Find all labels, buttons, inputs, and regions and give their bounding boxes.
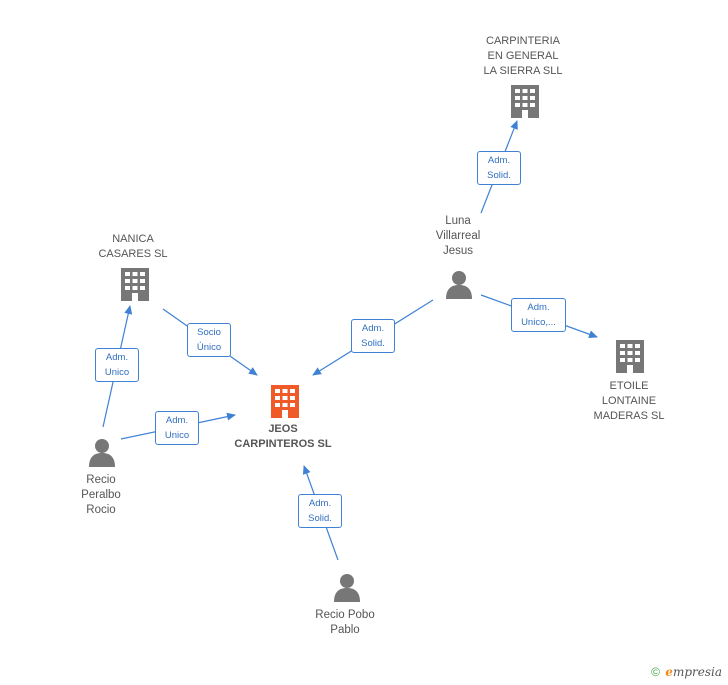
edge-label-luna-jeos: Adm. Solid. (351, 319, 395, 353)
edge-label-rociorp-nanica: Adm. Unico (95, 348, 139, 382)
edge-label-line: Solid. (361, 338, 385, 349)
person-luna-line2: Villarreal (435, 230, 481, 242)
brand-logo-text: mpresia (672, 665, 722, 679)
edge-label-line: Unico (104, 367, 130, 378)
edge-label-luna-etoile: Adm. Unico,... (511, 298, 566, 332)
company-carpinteria-line3: LA SIERRA SLL (483, 65, 563, 77)
main-building-icon (271, 385, 299, 418)
edge-label-pablo-jeos: Adm. Solid. (298, 494, 342, 528)
edge-label-line: Unico,... (521, 317, 556, 328)
brand-logo: empresia (665, 665, 722, 679)
edge-label-line: Solid. (308, 513, 332, 524)
edge-label-line: Solid. (487, 170, 511, 181)
company-nanica-label[interactable]: NANICA CASARES SL (98, 232, 167, 262)
person-luna-label[interactable]: Luna Villarreal Jesus (436, 214, 481, 259)
company-jeos-line2: CARPINTEROS SL (234, 438, 332, 450)
company-nanica-line2: CASARES SL (98, 248, 168, 260)
person-recio-pobo-line1: Recio Pobo (315, 609, 375, 621)
person-recio-pobo-line2: Pablo (330, 624, 360, 636)
person-luna-line1: Luna (445, 215, 471, 227)
brand-logo-e: e (665, 665, 673, 679)
edge-label-luna-carpinteria: Adm. Solid. (477, 151, 521, 185)
edge-label-line: Adm. (487, 155, 511, 166)
edge-label-line: Adm. (361, 323, 385, 334)
person-recio-peralbo-line2: Peralbo (81, 489, 121, 501)
footer-brand: © empresia (651, 665, 722, 679)
company-etoile-label[interactable]: ETOILE LONTAINE MADERAS SL (594, 379, 665, 424)
company-carpinteria-line2: EN GENERAL (487, 50, 559, 62)
person-recio-peralbo-line1: Recio (86, 474, 116, 486)
edge-label-rociorp-jeos: Adm. Unico (155, 411, 199, 445)
person-recio-pobo-label[interactable]: Recio Pobo Pablo (315, 608, 374, 638)
person-luna-line3: Jesus (442, 245, 474, 257)
company-carpinteria-label[interactable]: CARPINTERIA EN GENERAL LA SIERRA SLL (484, 34, 563, 79)
person-icon (89, 439, 115, 467)
edge-label-line: Adm. (527, 302, 550, 313)
person-recio-peralbo-label[interactable]: Recio Peralbo Rocio (81, 473, 121, 518)
copyright-icon: © (651, 665, 660, 679)
person-icon (334, 574, 360, 602)
person-icon (446, 271, 472, 299)
company-jeos-label[interactable]: JEOS CARPINTEROS SL (234, 422, 331, 452)
building-icon (616, 340, 644, 373)
company-carpinteria-line1: CARPINTERIA (486, 35, 560, 47)
company-etoile-line3: MADERAS SL (593, 410, 665, 422)
building-icon (511, 85, 539, 118)
edge-label-line: Socio (197, 327, 221, 338)
edge-label-line: Adm. (308, 498, 332, 509)
company-etoile-line2: LONTAINE (601, 395, 657, 407)
edge-label-line: Adm. (105, 352, 129, 363)
building-icon (121, 268, 149, 301)
edge-label-line: Unico (164, 430, 190, 441)
edge-label-line: Adm. (165, 415, 189, 426)
company-jeos-line1: JEOS (268, 423, 298, 435)
edge-label-line: Único (196, 342, 222, 353)
person-recio-peralbo-line3: Rocio (86, 504, 116, 516)
company-etoile-line1: ETOILE (609, 380, 649, 392)
edge-label-nanica-jeos: Socio Único (187, 323, 231, 357)
company-nanica-line1: NANICA (112, 233, 154, 245)
